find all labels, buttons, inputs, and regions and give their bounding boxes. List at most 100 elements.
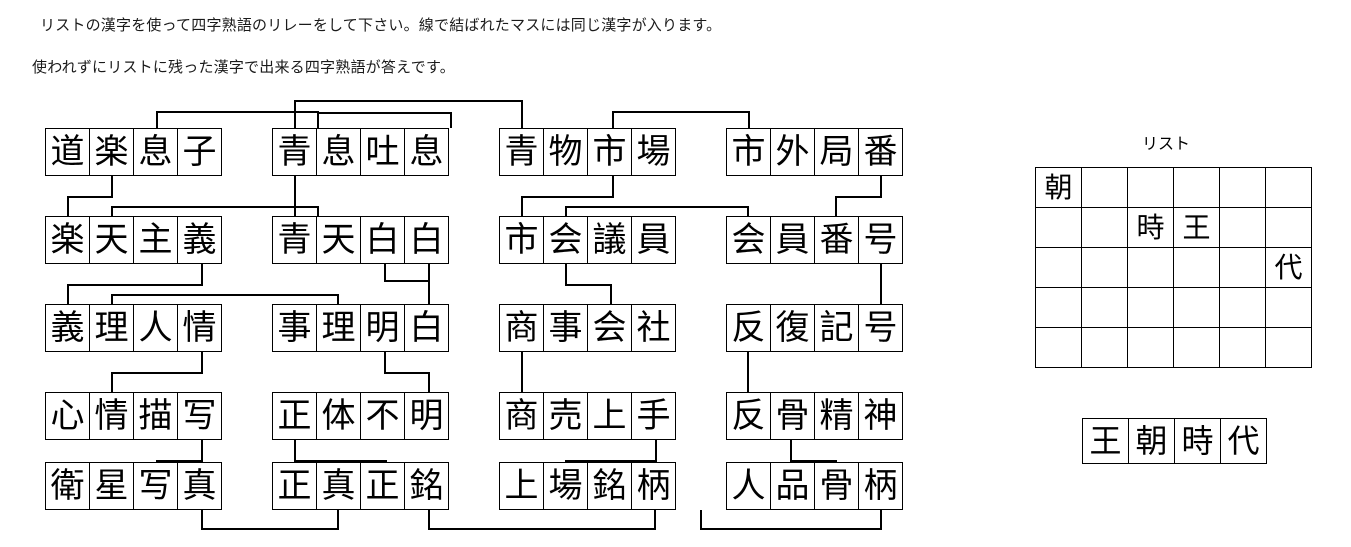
puzzle-cell[interactable]: 神 (858, 392, 903, 440)
puzzle-cell[interactable]: 反 (726, 304, 771, 352)
list-cell[interactable] (1081, 247, 1128, 288)
puzzle-cell[interactable]: 社 (631, 304, 676, 352)
list-cell[interactable] (1219, 287, 1266, 328)
puzzle-cell[interactable]: 白 (360, 216, 405, 264)
list-cell[interactable] (1219, 167, 1266, 208)
list-cell[interactable] (1081, 167, 1128, 208)
puzzle-cell[interactable]: 復 (770, 304, 815, 352)
puzzle-cell[interactable]: 反 (726, 392, 771, 440)
list-cell[interactable] (1265, 207, 1312, 248)
puzzle-cell[interactable]: 真 (177, 462, 222, 510)
puzzle-cell[interactable]: 柄 (858, 462, 903, 510)
puzzle-cell[interactable]: 天 (89, 216, 134, 264)
list-cell[interactable]: 時 (1127, 207, 1174, 248)
puzzle-cell[interactable]: 正 (360, 462, 405, 510)
puzzle-cell[interactable]: 子 (177, 128, 222, 176)
puzzle-cell[interactable]: 市 (587, 128, 632, 176)
puzzle-cell[interactable]: 柄 (631, 462, 676, 510)
puzzle-cell[interactable]: 骨 (770, 392, 815, 440)
answer-cell[interactable]: 王 (1082, 418, 1129, 464)
list-cell[interactable] (1265, 167, 1312, 208)
puzzle-cell[interactable]: 白 (404, 304, 449, 352)
puzzle-cell[interactable]: 品 (770, 462, 815, 510)
puzzle-cell[interactable]: 体 (316, 392, 361, 440)
puzzle-cell[interactable]: 上 (587, 392, 632, 440)
list-cell[interactable] (1219, 207, 1266, 248)
puzzle-cell[interactable]: 会 (587, 304, 632, 352)
puzzle-cell[interactable]: 衛 (45, 462, 90, 510)
puzzle-cell[interactable]: 員 (631, 216, 676, 264)
puzzle-cell[interactable]: 市 (499, 216, 544, 264)
puzzle-cell[interactable]: 事 (272, 304, 317, 352)
list-cell[interactable] (1081, 287, 1128, 328)
puzzle-cell[interactable]: 理 (89, 304, 134, 352)
puzzle-cell[interactable]: 売 (543, 392, 588, 440)
list-cell[interactable] (1265, 287, 1312, 328)
puzzle-cell[interactable]: 青 (272, 128, 317, 176)
puzzle-cell[interactable]: 番 (858, 128, 903, 176)
puzzle-cell[interactable]: 義 (177, 216, 222, 264)
puzzle-cell[interactable]: 白 (404, 216, 449, 264)
list-cell[interactable] (1173, 247, 1220, 288)
list-cell[interactable] (1173, 167, 1220, 208)
puzzle-cell[interactable]: 商 (499, 392, 544, 440)
puzzle-cell[interactable]: 正 (272, 462, 317, 510)
puzzle-cell[interactable]: 楽 (45, 216, 90, 264)
puzzle-cell[interactable]: 局 (814, 128, 859, 176)
puzzle-cell[interactable]: 不 (360, 392, 405, 440)
puzzle-cell[interactable]: 青 (272, 216, 317, 264)
puzzle-cell[interactable]: 写 (177, 392, 222, 440)
list-cell[interactable] (1219, 327, 1266, 368)
answer-cell[interactable]: 時 (1174, 418, 1221, 464)
puzzle-cell[interactable]: 描 (133, 392, 178, 440)
list-cell[interactable] (1035, 247, 1082, 288)
puzzle-cell[interactable]: 心 (45, 392, 90, 440)
puzzle-cell[interactable]: 情 (89, 392, 134, 440)
puzzle-cell[interactable]: 会 (543, 216, 588, 264)
puzzle-cell[interactable]: 物 (543, 128, 588, 176)
puzzle-cell[interactable]: 精 (814, 392, 859, 440)
puzzle-cell[interactable]: 息 (133, 128, 178, 176)
puzzle-cell[interactable]: 情 (177, 304, 222, 352)
puzzle-cell[interactable]: 銘 (404, 462, 449, 510)
puzzle-cell[interactable]: 商 (499, 304, 544, 352)
puzzle-cell[interactable]: 員 (770, 216, 815, 264)
puzzle-cell[interactable]: 写 (133, 462, 178, 510)
puzzle-cell[interactable]: 息 (316, 128, 361, 176)
puzzle-cell[interactable]: 吐 (360, 128, 405, 176)
list-cell[interactable] (1219, 247, 1266, 288)
puzzle-cell[interactable]: 楽 (89, 128, 134, 176)
list-cell[interactable] (1265, 327, 1312, 368)
puzzle-cell[interactable]: 手 (631, 392, 676, 440)
puzzle-cell[interactable]: 人 (726, 462, 771, 510)
puzzle-cell[interactable]: 議 (587, 216, 632, 264)
list-cell[interactable]: 朝 (1035, 167, 1082, 208)
puzzle-cell[interactable]: 星 (89, 462, 134, 510)
puzzle-cell[interactable]: 義 (45, 304, 90, 352)
list-cell[interactable] (1035, 207, 1082, 248)
puzzle-cell[interactable]: 会 (726, 216, 771, 264)
list-cell[interactable]: 王 (1173, 207, 1220, 248)
puzzle-cell[interactable]: 記 (814, 304, 859, 352)
list-cell[interactable] (1081, 327, 1128, 368)
puzzle-cell[interactable]: 青 (499, 128, 544, 176)
puzzle-cell[interactable]: 正 (272, 392, 317, 440)
list-cell[interactable]: 代 (1265, 247, 1312, 288)
answer-cell[interactable]: 朝 (1128, 418, 1175, 464)
puzzle-cell[interactable]: 外 (770, 128, 815, 176)
puzzle-cell[interactable]: 明 (404, 392, 449, 440)
list-cell[interactable] (1127, 287, 1174, 328)
puzzle-cell[interactable]: 主 (133, 216, 178, 264)
puzzle-cell[interactable]: 場 (543, 462, 588, 510)
list-cell[interactable] (1173, 327, 1220, 368)
puzzle-cell[interactable]: 番 (814, 216, 859, 264)
list-cell[interactable] (1173, 287, 1220, 328)
puzzle-cell[interactable]: 市 (726, 128, 771, 176)
list-cell[interactable] (1035, 287, 1082, 328)
list-cell[interactable] (1127, 247, 1174, 288)
puzzle-cell[interactable]: 天 (316, 216, 361, 264)
list-cell[interactable] (1127, 327, 1174, 368)
list-cell[interactable] (1127, 167, 1174, 208)
puzzle-cell[interactable]: 銘 (587, 462, 632, 510)
list-cell[interactable] (1081, 207, 1128, 248)
